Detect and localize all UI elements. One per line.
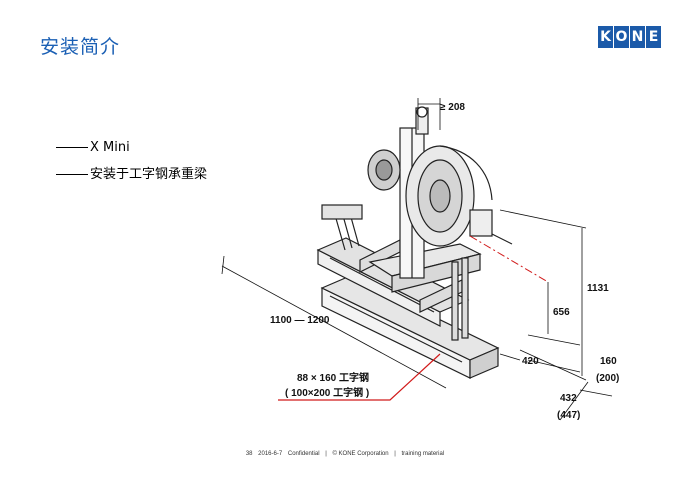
dim-height-total: 1131	[587, 283, 609, 294]
beam-label: 88 × 160 工字钢	[297, 371, 369, 384]
logo-letter: O	[614, 26, 629, 48]
dim-beam-h-alt: (200)	[596, 373, 619, 384]
dim-depth: 420	[522, 356, 539, 367]
footer-copyright: © KONE Corporation	[332, 451, 389, 457]
dim-clearance: ≥ 208	[440, 102, 465, 113]
dash-icon	[56, 174, 88, 175]
footer-date: 2016-6-7	[258, 451, 283, 457]
bullet-list: X Mini 安装于工字钢承重梁	[56, 134, 207, 188]
bullet-item: X Mini	[56, 134, 207, 161]
callout-leader	[278, 353, 441, 401]
footer-material: training material	[401, 451, 445, 457]
beam-label-alt: ( 100×200 工字钢 )	[285, 386, 369, 399]
page-title: 安装简介	[40, 36, 121, 58]
dim-beam-h: 160	[600, 356, 617, 367]
logo-letter: N	[630, 26, 645, 48]
kone-logo: K O N E	[598, 26, 661, 48]
dim-span: 1100 — 1200	[270, 315, 330, 326]
logo-letter: K	[598, 26, 613, 48]
logo-letter: E	[646, 26, 661, 48]
dim-width-alt: (447)	[557, 410, 580, 421]
dash-icon	[56, 147, 88, 148]
footer-confidential: Confidential	[287, 451, 320, 457]
dim-width: 432	[560, 393, 577, 404]
page-number: 38	[245, 451, 253, 457]
dim-height-shaft: 656	[553, 307, 570, 318]
bullet-item: 安装于工字钢承重梁	[56, 161, 207, 188]
footer: 38 2016-6-7 Confidential | © KONE Corpor…	[245, 451, 445, 457]
